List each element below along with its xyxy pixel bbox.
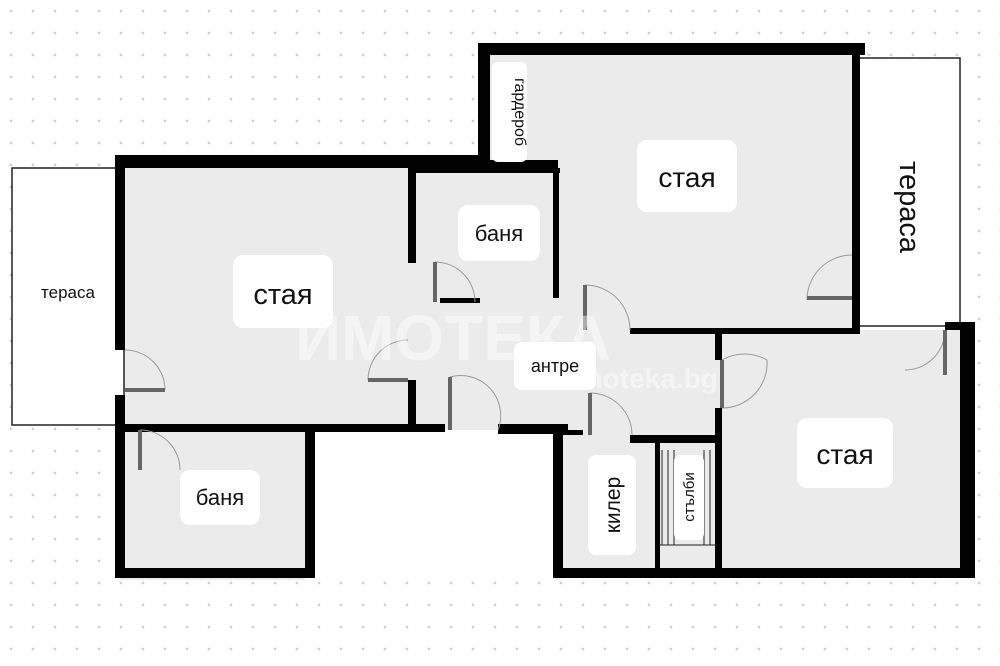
walls	[115, 43, 975, 578]
label-text: стая	[658, 162, 715, 193]
room-label-room-top: стая	[637, 140, 737, 212]
room-label-bath-top: баня	[458, 205, 540, 261]
room-label-wardrobe: гардероб	[492, 62, 528, 162]
doors	[124, 254, 947, 471]
label-text: стая	[816, 439, 873, 470]
label-text: баня	[196, 485, 244, 510]
label-text: тераса	[41, 283, 95, 302]
room-label-pantry: килер	[588, 455, 636, 555]
room-label-room-right: стая	[797, 418, 893, 488]
label-text: антре	[531, 356, 579, 376]
room-label-bath-bottom: баня	[180, 470, 260, 525]
room-label-hall: антре	[514, 342, 596, 390]
room-label-stairs: стълби	[674, 455, 704, 540]
label-text: стълби	[681, 472, 698, 521]
label-text: тераса	[893, 161, 925, 254]
label-text: гардероб	[511, 78, 528, 146]
room-label-terrace-right: тераса	[873, 135, 951, 280]
room-label-room-left: стая	[233, 255, 333, 328]
label-text: баня	[475, 221, 523, 246]
label-text: стая	[253, 279, 312, 311]
room-label-terrace-left: тераса	[26, 272, 110, 310]
label-text: килер	[602, 477, 625, 534]
